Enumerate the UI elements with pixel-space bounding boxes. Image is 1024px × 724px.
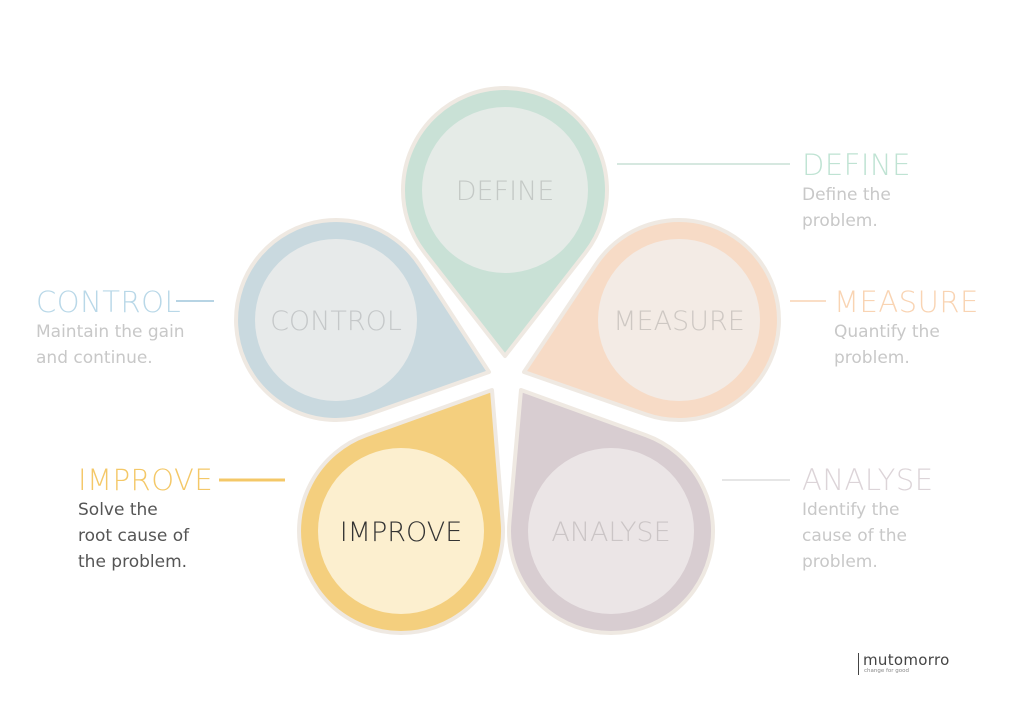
petal-improve-label: IMPROVE: [340, 517, 463, 548]
analyse-callout-text: Identify the cause of the problem.: [802, 497, 934, 575]
petal-analyse: ANALYSE: [507, 388, 715, 636]
define-callout: DEFINE Define the problem.: [802, 148, 911, 234]
define-callout-text: Define the problem.: [802, 182, 911, 234]
improve-callout-title: IMPROVE: [78, 463, 214, 497]
petal-define: DEFINE: [401, 86, 609, 358]
petal-define-inner-circle: [422, 107, 588, 273]
petal-control-label: CONTROL: [270, 306, 402, 337]
petal-improve: IMPROVE: [297, 388, 506, 636]
petal-control-inner-circle: [255, 239, 417, 401]
improve-callout-line: the problem.: [78, 552, 188, 572]
logo-name: mutomorro: [863, 651, 950, 669]
petal-control: CONTROL: [234, 217, 491, 422]
improve-callout-line: root cause of: [78, 526, 190, 546]
petal-measure-label: MEASURE: [613, 306, 745, 337]
improve-callout-text: Solve the root cause of the problem.: [78, 497, 213, 575]
measure-callout-title: MEASURE: [834, 285, 979, 319]
improve-callout-line: Solve the: [78, 500, 158, 520]
analyse-callout: ANALYSE Identify the cause of the proble…: [802, 463, 934, 575]
control-callout-line: and continue.: [36, 348, 153, 368]
analyse-callout-line: cause of the: [802, 526, 907, 546]
define-callout-line: problem.: [802, 211, 878, 231]
measure-callout: MEASURE Quantify the problem.: [834, 285, 979, 371]
analyse-callout-line: Identify the: [802, 500, 900, 520]
measure-callout-line: problem.: [834, 348, 910, 368]
control-callout: CONTROL Maintain the gain and continue.: [36, 285, 185, 371]
control-callout-line: Maintain the gain: [36, 322, 185, 342]
analyse-callout-title: ANALYSE: [802, 463, 934, 497]
petal-define-label: DEFINE: [456, 176, 555, 207]
petal-measure-inner-circle: [598, 239, 760, 401]
control-callout-title: CONTROL: [36, 285, 182, 319]
measure-callout-line: Quantify the: [834, 322, 940, 342]
petal-analyse-label: ANALYSE: [551, 517, 670, 548]
control-callout-text: Maintain the gain and continue.: [36, 319, 185, 371]
petal-improve-inner-circle: [318, 448, 484, 614]
improve-callout: IMPROVE Solve the root cause of the prob…: [78, 463, 213, 575]
measure-callout-text: Quantify the problem.: [834, 319, 979, 371]
petal-analyse-inner-circle: [528, 448, 694, 614]
logo-tagline: change for good: [864, 668, 910, 674]
petal-measure: MEASURE: [522, 218, 781, 423]
define-callout-title: DEFINE: [802, 148, 911, 182]
logo-bar: [858, 653, 859, 675]
analyse-callout-line: problem.: [802, 552, 878, 572]
define-callout-line: Define the: [802, 185, 891, 205]
